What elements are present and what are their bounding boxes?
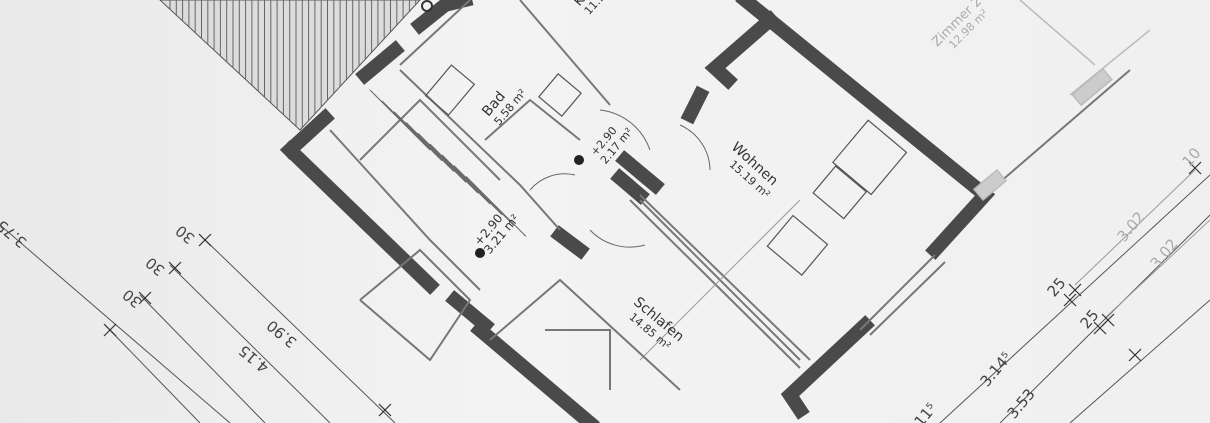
stair-step: [429, 143, 491, 205]
dimension-tick: [1068, 283, 1082, 297]
dimension-ticks: [103, 161, 1202, 417]
marker-icon: [421, 0, 433, 12]
dimension-tick: [1128, 348, 1142, 362]
door-swings: [529, 109, 711, 248]
dimension-tick: [168, 261, 182, 275]
dimension-lines: [0, 169, 1210, 423]
dimension-tick: [1063, 293, 1077, 307]
dimension-tick: [1101, 313, 1115, 327]
stair-step: [381, 100, 443, 162]
thin-walls: [329, 0, 1131, 391]
stair-step: [369, 89, 431, 151]
stairs: [369, 89, 527, 237]
dimension-tick: [378, 403, 392, 417]
stair-step: [393, 111, 455, 172]
furniture: [424, 64, 908, 276]
level-marker-icons: [475, 155, 584, 258]
stair-step: [417, 132, 479, 194]
stair-step: [441, 154, 503, 216]
dimension-tick: [1188, 161, 1202, 175]
dimension-tick: [198, 233, 212, 247]
dimension-tick: [138, 291, 152, 305]
balcony-hatch: [159, 0, 421, 131]
walls: [280, 0, 996, 423]
dimension-tick: [103, 323, 117, 337]
stair-step: [453, 165, 515, 226]
zimmer-lines: [972, 0, 1151, 202]
stair-step: [465, 176, 527, 237]
stair-step: [405, 122, 467, 183]
